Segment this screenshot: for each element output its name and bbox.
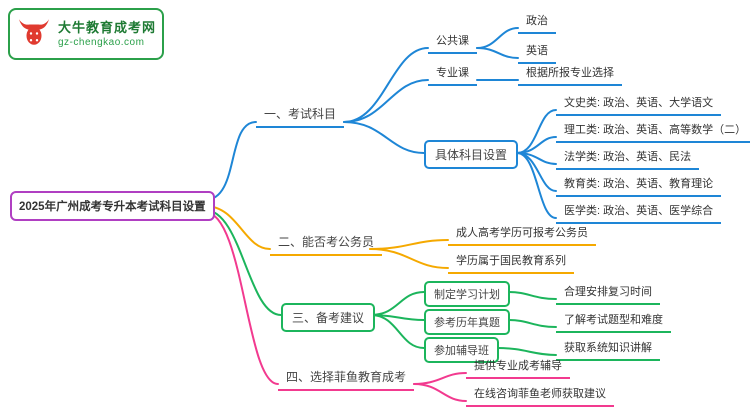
node-english: 英语 — [518, 40, 556, 64]
node-prep-plan-result: 合理安排复习时间 — [556, 281, 660, 305]
node-specific-medical: 医学类: 政治、英语、医学综合 — [556, 200, 722, 224]
site-logo: 大牛教育成考网 gz-chengkao.com — [8, 8, 164, 60]
connector-prep-1 — [370, 291, 425, 316]
branch-civil-service: 二、能否考公务员 — [270, 231, 383, 256]
connector-choose-2 — [413, 383, 467, 402]
node-choose-tutoring: 提供专业成考辅导 — [466, 355, 570, 379]
branch-exam-subjects: 一、考试科目 — [256, 103, 345, 128]
node-specific-law: 法学类: 政治、英语、民法 — [556, 146, 700, 170]
node-prep-past-papers-result: 了解考试题型和难度 — [556, 309, 671, 333]
node-specific-subjects: 具体科目设置 — [424, 140, 519, 169]
connector-public-english — [476, 47, 519, 59]
node-major-note: 根据所报专业选择 — [518, 62, 622, 86]
connector-specific-5 — [516, 152, 557, 219]
logo-text-block: 大牛教育成考网 gz-chengkao.com — [58, 20, 156, 47]
bull-icon — [16, 14, 52, 55]
connector-prep-result-1 — [508, 291, 557, 300]
connector-root-exam — [204, 121, 257, 201]
logo-title: 大牛教育成考网 — [58, 20, 157, 36]
node-prep-tutoring: 参加辅导班 — [424, 337, 499, 363]
branch-prep-advice: 三、备考建议 — [281, 303, 376, 332]
connector-prep-3 — [370, 314, 425, 349]
node-public-course: 公共课 — [428, 30, 477, 54]
root-topic: 2025年广州成考专升本考试科目设置 — [10, 191, 215, 221]
node-politics: 政治 — [518, 10, 556, 34]
node-specific-liberal-arts: 文史类: 政治、英语、大学语文 — [556, 92, 722, 116]
node-major-course: 专业课 — [428, 62, 477, 86]
connector-choose-1 — [413, 372, 467, 385]
node-specific-science: 理工类: 政治、英语、高等数学（二） — [556, 119, 750, 143]
node-civil-national-series: 学历属于国民教育系列 — [448, 250, 574, 274]
connector-exam-major — [343, 79, 429, 123]
connector-civil-2 — [369, 248, 449, 269]
connector-prep-result-3 — [497, 347, 557, 356]
connector-prep-result-2 — [508, 319, 557, 328]
connector-root-choose — [204, 211, 279, 385]
node-civil-eligible: 成人高考学历可报考公务员 — [448, 222, 596, 246]
connector-specific-4 — [516, 152, 557, 192]
branch-choose-provider: 四、选择菲鱼教育成考 — [278, 366, 415, 391]
connector-public-politics — [476, 27, 519, 49]
node-prep-plan: 制定学习计划 — [424, 281, 510, 307]
node-specific-education: 教育类: 政治、英语、教育理论 — [556, 173, 722, 197]
node-prep-past-papers: 参考历年真题 — [424, 309, 510, 335]
connector-exam-public — [343, 47, 429, 123]
connector-root-prep — [204, 209, 282, 316]
connector-exam-specific — [343, 121, 425, 154]
node-choose-consult: 在线咨询菲鱼老师获取建议 — [466, 383, 614, 407]
logo-domain: gz-chengkao.com — [58, 36, 145, 48]
node-prep-tutoring-result: 获取系统知识讲解 — [556, 337, 660, 361]
